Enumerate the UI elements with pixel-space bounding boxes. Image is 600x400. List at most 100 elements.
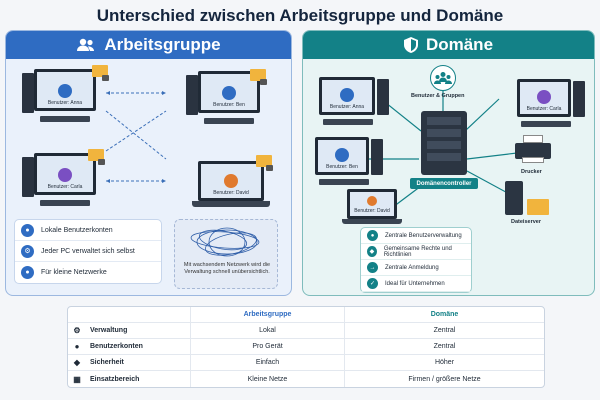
feature-text: Lokale Benutzerkonten (41, 226, 113, 234)
shield-icon (403, 37, 418, 53)
file-server-icon (505, 181, 523, 215)
pc-label: Benutzer: David (354, 208, 390, 214)
laptop-screen: Benutzer: David (347, 189, 397, 219)
cell-domain: Zentral (344, 323, 544, 338)
domain-heading: Domäne (425, 35, 494, 54)
feature-row: ⚙Jeder PC verwaltet sich selbst (15, 241, 161, 262)
domain-controller-server (421, 111, 467, 175)
users-groups-icon (430, 65, 456, 91)
lock-icon (266, 165, 273, 171)
user-avatar-icon (335, 148, 349, 162)
check-icon: ✓ (367, 278, 378, 289)
user-avatar-icon (224, 174, 238, 188)
table-row: ● Benutzerkonten Pro Gerät Zentral (68, 339, 544, 355)
domain-panel: Domäne Benutzer & Gruppen Domänencontrol… (302, 30, 595, 296)
shield-icon: ◆ (73, 358, 81, 367)
workgroup-header: Arbeitsgruppe (6, 31, 291, 59)
row-label: Sicherheit (90, 359, 124, 366)
folder-icon (88, 149, 104, 161)
pc-tower (186, 75, 198, 115)
pc-ben: Benutzer: Ben (186, 69, 267, 124)
laptop-screen: Benutzer: David (198, 161, 264, 201)
folder-icon (527, 199, 549, 215)
row-label: Verwaltung (90, 327, 128, 334)
user-avatar-icon (367, 196, 377, 206)
users-icon: ● (367, 230, 378, 241)
pc-label: Benutzer: Carla (526, 106, 562, 112)
cell-domain: Zentral (344, 339, 544, 354)
pc-tower (22, 73, 34, 113)
cell-workgroup: Kleine Netze (190, 371, 344, 387)
keyboard (40, 200, 90, 206)
users-groups-label: Benutzer & Gruppen (411, 93, 465, 99)
pc-label: Benutzer: Anna (47, 100, 83, 106)
keyboard (521, 121, 571, 127)
gear-icon: ⚙ (73, 326, 81, 335)
cell-workgroup: Lokal (190, 323, 344, 338)
pc-tower (573, 81, 585, 117)
feature-text: Jeder PC verwaltet sich selbst (41, 247, 135, 255)
lock-icon (98, 159, 105, 165)
pc-label: Benutzer: Anna (329, 104, 365, 110)
row-label: Einsatzbereich (90, 375, 140, 383)
monitor: Benutzer: Anna (319, 77, 375, 115)
feature-row: ● Lokale Benutzerkonten (15, 220, 161, 241)
users-icon (77, 38, 95, 51)
user-avatar-icon (58, 168, 72, 182)
table-row: ⚙ Verwaltung Lokal Zentral (68, 323, 544, 339)
keyboard (319, 179, 369, 185)
table-header-workgroup: Arbeitsgruppe (190, 307, 344, 322)
pc-label: Benutzer: Ben (213, 102, 245, 108)
tangled-network-note: Mit wachsendem Netzwerk wird die Verwalt… (174, 219, 278, 289)
cell-workgroup: Einfach (190, 355, 344, 370)
user-avatar-icon (340, 88, 354, 102)
feature-row: → Zentrale Anmeldung (361, 260, 471, 276)
user-avatar-icon (58, 84, 72, 98)
pc-label: Benutzer: Ben (326, 164, 358, 170)
fileserver-label: Dateiserver (511, 219, 541, 225)
pc-carla: Benutzer: Carla (22, 149, 105, 206)
pc-tower (22, 157, 34, 197)
monitor: Benutzer: Anna (34, 69, 96, 111)
keyboard (40, 116, 90, 122)
page-title: Unterschied zwischen Arbeitsgruppe und D… (96, 6, 504, 25)
monitor: Benutzer: Carla (34, 153, 96, 195)
monitor: Benutzer: Ben (198, 71, 260, 113)
table-row: ◆Sicherheit Einfach Höher (68, 355, 544, 371)
table-row: ▦Einsatzbereich Kleine Netze Firmen / gr… (68, 371, 544, 387)
user-avatar-icon (222, 86, 236, 100)
user-icon: ● (74, 342, 80, 351)
login-icon: → (367, 262, 378, 273)
folder-icon (256, 155, 272, 167)
folder-icon (250, 69, 266, 81)
workgroup-connections (105, 91, 167, 183)
laptop-base (342, 219, 402, 224)
domain-pc-ben: Benutzer: Ben (315, 137, 383, 185)
folder-icon (92, 65, 108, 77)
feature-row: ●Für kleine Netzwerke (15, 262, 161, 283)
user-icon: ● (21, 223, 34, 237)
domain-features: ●Zentrale Benutzerverwaltung ◆Gemeinsame… (360, 227, 472, 293)
cell-domain: Firmen / größere Netze (344, 371, 544, 387)
workgroup-features: ● Lokale Benutzerkonten ⚙Jeder PC verwalt… (14, 219, 162, 284)
shield-icon: ◆ (367, 246, 377, 257)
lock-icon (260, 79, 267, 85)
cell-workgroup: Pro Gerät (190, 339, 344, 354)
monitor: Benutzer: Carla (517, 79, 571, 117)
laptop-david: Benutzer: David (192, 155, 273, 207)
row-label: Benutzerkonten (90, 343, 143, 350)
table-header-domain: Domäne (344, 307, 544, 322)
laptop-base (192, 201, 270, 207)
domain-pc-carla: Benutzer: Carla (517, 79, 585, 127)
pc-tower (377, 79, 389, 115)
pc-label: Benutzer: Carla (47, 184, 83, 190)
workgroup-heading: Arbeitsgruppe (104, 35, 221, 54)
lock-icon (102, 75, 109, 81)
feature-text: Zentrale Anmeldung (385, 264, 439, 271)
keyboard (323, 119, 373, 125)
workgroup-panel: Arbeitsgruppe Benutzer: Anna Benutzer: B… (5, 30, 292, 296)
users-icon: ● (21, 266, 34, 279)
keyboard (204, 118, 254, 124)
feature-text: Ideal für Unternehmen (385, 280, 445, 287)
pc-tower (371, 139, 383, 175)
